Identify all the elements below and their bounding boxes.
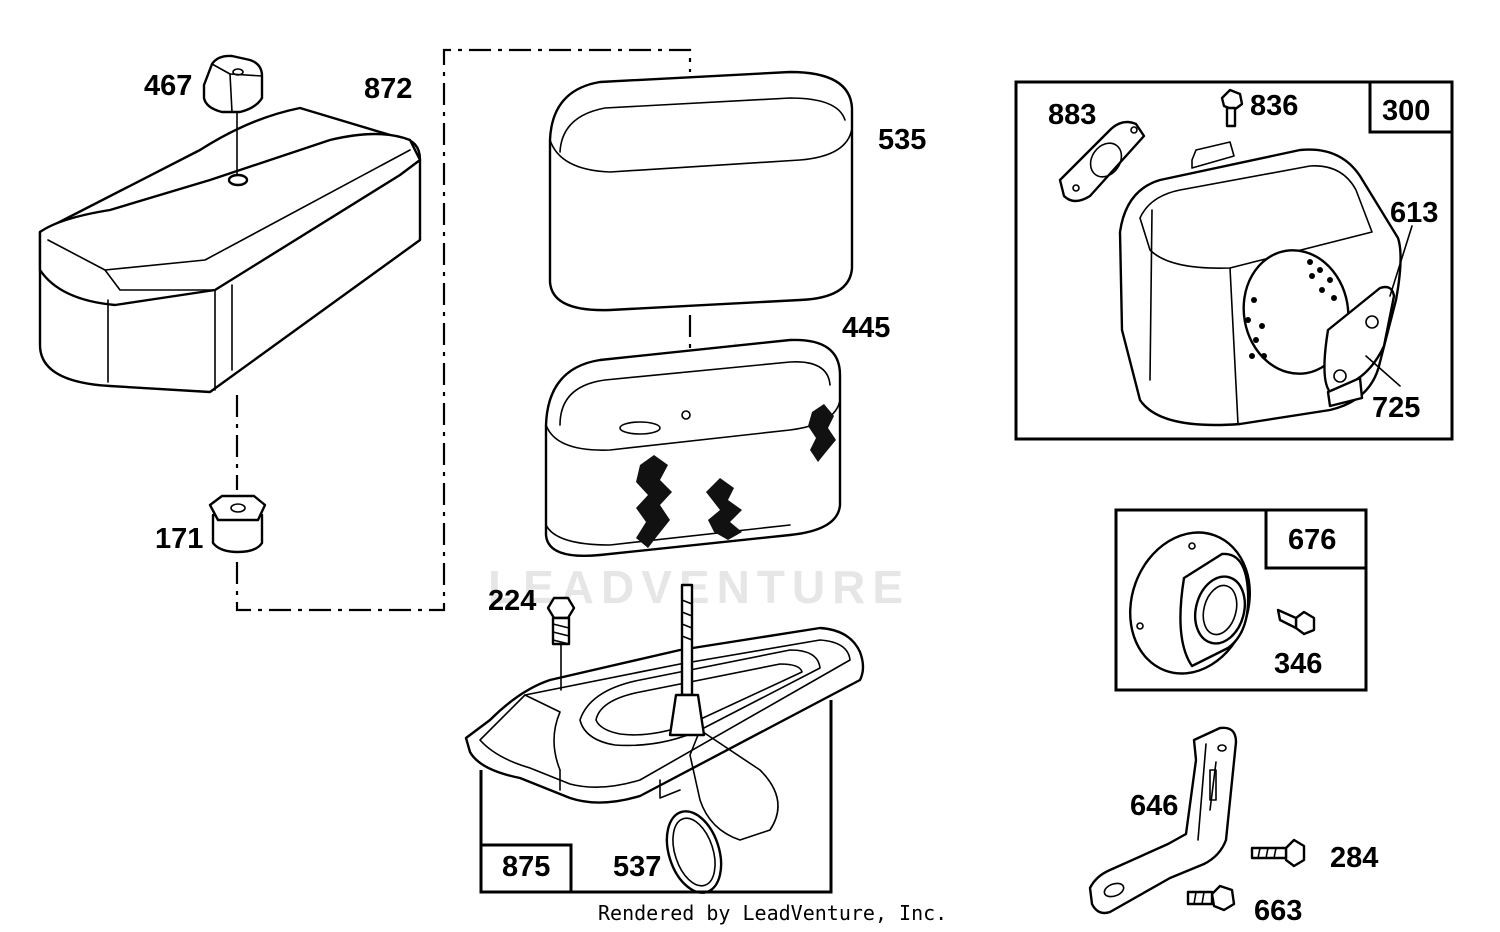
part-number-646: 646 (1130, 790, 1178, 822)
nut-171 (208, 494, 267, 554)
footer-credit: Rendered by LeadVenture, Inc. (598, 901, 947, 925)
part-number-445: 445 (842, 312, 890, 344)
part-number-725: 725 (1372, 392, 1420, 424)
screw-284 (1250, 838, 1306, 868)
filter-mesh-pattern (636, 404, 836, 548)
part-number-535: 535 (878, 124, 926, 156)
part-number-284: 284 (1330, 842, 1378, 874)
part-number-875: 875 (502, 851, 550, 883)
gasket-883 (1058, 120, 1146, 203)
deflector-676 (1128, 531, 1252, 675)
bolt-224 (546, 596, 576, 646)
part-number-346: 346 (1274, 648, 1322, 680)
stud-bolt (668, 583, 706, 737)
bracket-646 (1088, 726, 1238, 915)
part-number-613: 613 (1390, 197, 1438, 229)
air-cleaner-cover-872 (38, 106, 422, 394)
leader-line-613 (1389, 225, 1413, 297)
frame-676 (1114, 508, 1368, 692)
screw-346 (1276, 608, 1316, 636)
knob-467 (202, 54, 264, 114)
frame-875 (479, 700, 833, 894)
part-number-883: 883 (1048, 99, 1096, 131)
dashed-leader-loop (235, 48, 692, 612)
leader-line-725 (1365, 355, 1401, 387)
muffler-300 (1118, 141, 1402, 427)
part-number-224: 224 (488, 585, 536, 617)
part-number-836: 836 (1250, 90, 1298, 122)
label-box-875 (479, 843, 573, 894)
part-number-537: 537 (613, 851, 661, 883)
part-number-663: 663 (1254, 895, 1302, 927)
part-number-676: 676 (1288, 524, 1336, 556)
part-number-300: 300 (1382, 95, 1430, 127)
pre-cleaner-535 (548, 70, 854, 312)
label-box-676 (1264, 508, 1368, 570)
part-number-467: 467 (144, 70, 192, 102)
part-number-labels: 467 872 171 535 445 224 875 537 883 836 … (144, 70, 1438, 927)
air-cleaner-base-875 (464, 626, 865, 841)
part-number-171: 171 (155, 523, 203, 555)
gasket-537 (665, 810, 723, 894)
screw-836 (1220, 88, 1244, 128)
perforation-dots (1245, 259, 1337, 359)
frame-300 (1014, 80, 1454, 441)
part-number-872: 872 (364, 73, 412, 105)
label-box-300 (1368, 80, 1454, 134)
air-filter-445 (544, 338, 842, 557)
screw-663 (1186, 884, 1236, 912)
